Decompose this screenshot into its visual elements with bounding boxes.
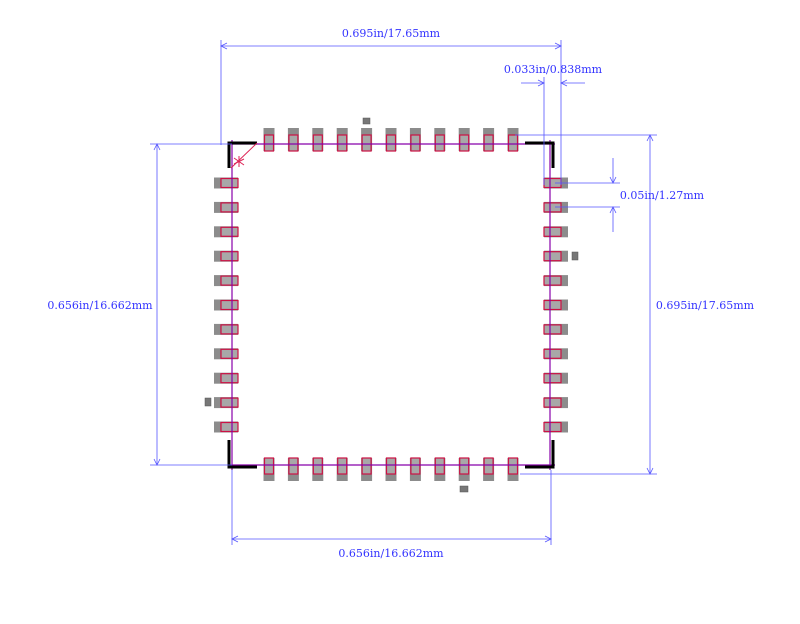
pad-left-copper (220, 348, 239, 359)
dim-pad-width: 0.033in/0.838mm (504, 63, 603, 76)
pad-right-copper (543, 251, 562, 262)
corner-bottom-left (227, 440, 257, 469)
corner-top-right (525, 141, 555, 168)
pad-bottom-copper (337, 457, 348, 475)
pad-top-copper (483, 134, 494, 152)
pad-bottom-copper (459, 457, 470, 475)
pad-top-copper (312, 134, 323, 152)
pad-top-copper (434, 134, 445, 152)
fiducials (204, 117, 579, 493)
pad-left-copper (220, 275, 239, 286)
dim-pitch: 0.05in/1.27mm (620, 189, 705, 202)
pad-right-copper (543, 397, 562, 408)
pad-right-copper (543, 373, 562, 384)
pad-left-copper (220, 177, 239, 189)
dim-left-height: 0.656in/16.662mm (47, 299, 153, 312)
pad-left-copper (220, 373, 239, 384)
pad-top-copper (459, 134, 470, 152)
dim-right-height: 0.695in/17.65mm (656, 299, 755, 312)
dimension-arrows (153, 42, 654, 543)
pad-right-copper (543, 324, 562, 335)
silkscreen-corners (227, 141, 555, 469)
corner-bottom-right (525, 440, 555, 469)
pin1-marker (230, 142, 258, 169)
pad-top-copper (507, 134, 519, 152)
pad-bottom-copper (312, 457, 323, 475)
pad-left-copper (220, 421, 239, 433)
pad-bottom-copper (434, 457, 445, 475)
pad-right-copper (543, 275, 562, 286)
pad-right-copper (543, 348, 562, 359)
pad-left-copper (220, 202, 239, 213)
pads-layer (214, 128, 568, 481)
pad-left-copper (220, 299, 239, 311)
pad-left-copper (220, 397, 239, 408)
pad-bottom-copper (288, 457, 299, 475)
pad-left-copper (220, 324, 239, 335)
pad-bottom-copper (410, 457, 421, 475)
pad-top-copper (263, 134, 275, 152)
dimension-lines (150, 40, 657, 545)
pad-bottom-copper (507, 457, 519, 475)
pad-top-copper (288, 134, 299, 152)
pad-top-copper (385, 134, 397, 152)
pad-bottom-copper (483, 457, 494, 475)
pad-bottom-copper (385, 457, 397, 475)
pad-top-copper (361, 134, 372, 152)
pad-right-copper (543, 421, 562, 433)
pad-top-copper (410, 134, 421, 152)
corner-top-left (227, 141, 257, 168)
dim-bottom-width: 0.656in/16.662mm (338, 547, 444, 560)
pad-right-copper (543, 226, 562, 237)
pad-right-copper (543, 299, 562, 311)
centerlines (228, 140, 555, 470)
pad-bottom-copper (263, 457, 275, 475)
pad-top-copper (337, 134, 348, 152)
dim-top-width: 0.695in/17.65mm (342, 27, 441, 40)
pad-left-copper (220, 251, 239, 262)
pad-bottom-copper (361, 457, 372, 475)
pad-left-copper (220, 226, 239, 237)
